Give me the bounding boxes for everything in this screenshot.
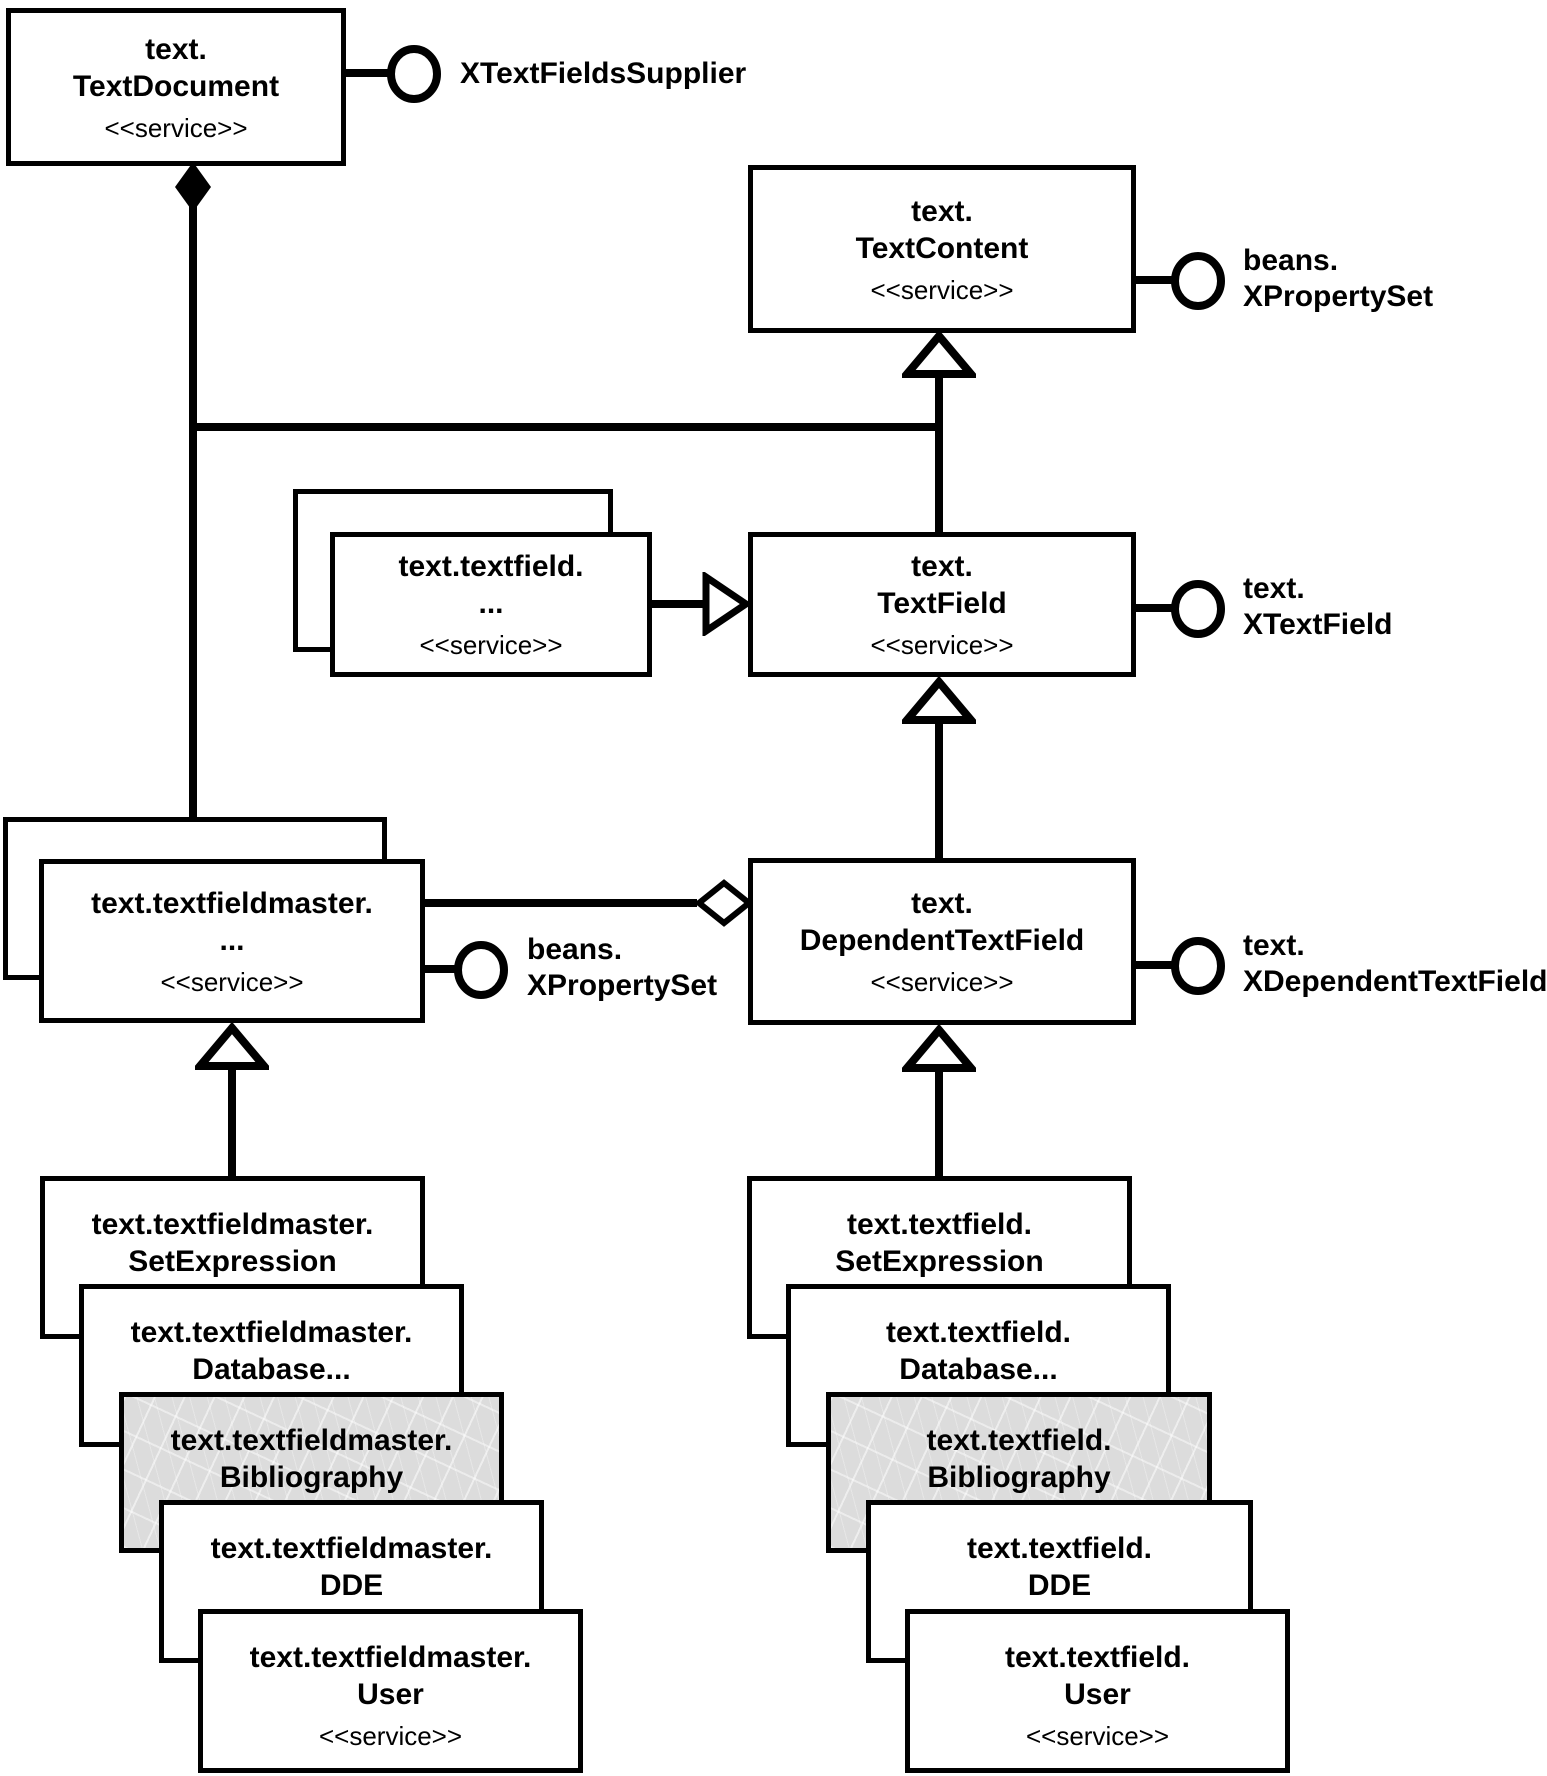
node-title-line2: DDE	[319, 1569, 384, 1602]
composition-diamond-icon	[175, 162, 211, 212]
node-title-line1: text.textfield.	[926, 1424, 1112, 1457]
node-title-line2: SetExpression	[835, 1245, 1044, 1278]
interface-label-line1: text.	[1243, 572, 1305, 605]
generalization-arrow-up-textfield-icon	[902, 677, 976, 724]
node-title-line1: text.	[145, 32, 207, 66]
node-title-line1: text.	[911, 550, 973, 583]
node-title-line2: SetExpression	[128, 1245, 337, 1278]
lollipop-line-master-propertyset	[425, 965, 455, 973]
node-title-line1: text.textfield.	[885, 1316, 1072, 1349]
generalization-line-tfgeneric-textfield	[652, 600, 708, 608]
interface-label-line2: XPropertySet	[527, 969, 718, 1002]
node-text-textfield: text. TextField <<service>>	[748, 532, 1136, 677]
generalization-arrow-up-master-icon	[195, 1023, 269, 1070]
node-textfield-user: text.textfield. User <<service>>	[905, 1609, 1290, 1773]
node-stereotype: <<service>>	[1025, 1721, 1170, 1751]
node-text-textfieldmaster-generic: text.textfieldmaster. ... <<service>>	[39, 859, 425, 1023]
interface-label-line1: text.	[1243, 929, 1305, 962]
node-stereotype: <<service>>	[870, 630, 1014, 660]
lollipop-line-xdependenttextfield	[1136, 961, 1172, 969]
composition-line-vertical	[189, 200, 197, 819]
node-title-line1: text.textfieldmaster.	[170, 1424, 453, 1457]
node-textfield-database: text.textfield. Database...	[786, 1284, 1171, 1447]
node-title-line2: DDE	[1027, 1569, 1092, 1602]
node-title-line2: TextContent	[855, 231, 1029, 265]
generalization-arrow-up-textcontent-icon	[902, 331, 976, 378]
node-title-line2: User	[1064, 1678, 1131, 1711]
lollipop-line-xtextfield	[1136, 604, 1172, 612]
interface-label-xtextfield: text. XTextField	[1243, 571, 1392, 643]
composition-branch-horizontal	[189, 423, 943, 431]
generalization-arrow-right-icon	[702, 572, 752, 636]
node-title-line2: User	[357, 1678, 424, 1711]
node-title-line1: text.	[911, 887, 973, 920]
node-title-line2: ...	[219, 923, 245, 957]
node-text-textdocument: text. TextDocument <<service>>	[6, 8, 346, 166]
node-stereotype: <<service>>	[318, 1721, 463, 1751]
node-stereotype: <<service>>	[419, 630, 563, 660]
node-title-line1: text.textfield.	[398, 550, 584, 583]
node-stereotype: <<service>>	[160, 966, 304, 997]
node-stereotype: <<service>>	[104, 112, 248, 143]
interface-label-content-propertyset: beans. XPropertySet	[1243, 243, 1433, 315]
generalization-line-textfield-textcontent	[935, 374, 943, 534]
node-title-line1: text.textfieldmaster.	[91, 1208, 374, 1241]
generalization-line-rightstack-dependent	[935, 1067, 943, 1178]
interface-circle-content-propertyset-icon	[1171, 252, 1225, 310]
node-title-line1: text.textfield.	[846, 1208, 1033, 1241]
interface-circle-xdependenttextfield-icon	[1171, 937, 1225, 995]
node-text-dependenttextfield: text. DependentTextField <<service>>	[748, 858, 1136, 1025]
generalization-line-dependent-textfield	[935, 719, 943, 860]
interface-circle-master-propertyset-icon	[454, 941, 508, 999]
node-title-line2: ...	[478, 587, 504, 620]
interface-label-line2: XDependentTextField	[1243, 965, 1547, 998]
aggregation-diamond-icon	[694, 879, 754, 927]
node-title-line1: text.textfieldmaster.	[130, 1316, 413, 1349]
interface-label-xtextfieldssupplier: XTextFieldsSupplier	[460, 57, 747, 90]
node-text-textfield-generic: text.textfield. ... <<service>>	[330, 532, 652, 677]
node-title-line1: text.textfieldmaster.	[210, 1532, 493, 1565]
interface-label-line1: beans.	[527, 933, 623, 966]
aggregation-line-horizontal	[425, 899, 697, 907]
interface-label-xdependenttextfield: text. XDependentTextField	[1243, 928, 1547, 1000]
node-title-line1: text.	[911, 194, 973, 228]
node-title-line2: TextDocument	[72, 69, 280, 103]
node-title-line2: Database...	[899, 1353, 1058, 1386]
node-stereotype: <<service>>	[870, 967, 1014, 997]
interface-circle-xtextfield-icon	[1171, 580, 1225, 638]
generalization-arrow-up-dependent-icon	[902, 1025, 976, 1072]
interface-label-line1: beans.	[1243, 244, 1339, 277]
node-title-line2: Bibliography	[219, 1461, 404, 1494]
node-text-textcontent: text. TextContent <<service>>	[748, 165, 1136, 333]
node-textfieldmaster-user: text.textfieldmaster. User <<service>>	[198, 1609, 583, 1773]
interface-label-line2: XTextField	[1243, 608, 1393, 641]
lollipop-line-content-propertyset	[1136, 276, 1172, 284]
node-title-line2: Bibliography	[927, 1461, 1111, 1494]
node-title-line1: text.textfieldmaster.	[91, 886, 373, 920]
node-title-line1: text.textfieldmaster.	[249, 1641, 532, 1674]
interface-circle-supplier-icon	[387, 45, 441, 103]
node-title-line2: Database...	[192, 1353, 351, 1386]
node-title-line2: DependentTextField	[799, 924, 1085, 957]
interface-label-master-propertyset: beans. XPropertySet	[527, 932, 717, 1004]
node-title-line2: TextField	[877, 587, 1007, 620]
node-title-line1: text.textfield.	[966, 1532, 1153, 1565]
interface-label-line2: XPropertySet	[1243, 280, 1434, 313]
node-stereotype: <<service>>	[870, 274, 1014, 305]
generalization-line-leftstack-master	[228, 1065, 236, 1178]
lollipop-line-supplier	[346, 69, 388, 77]
node-title-line1: text.textfield.	[1004, 1641, 1191, 1674]
